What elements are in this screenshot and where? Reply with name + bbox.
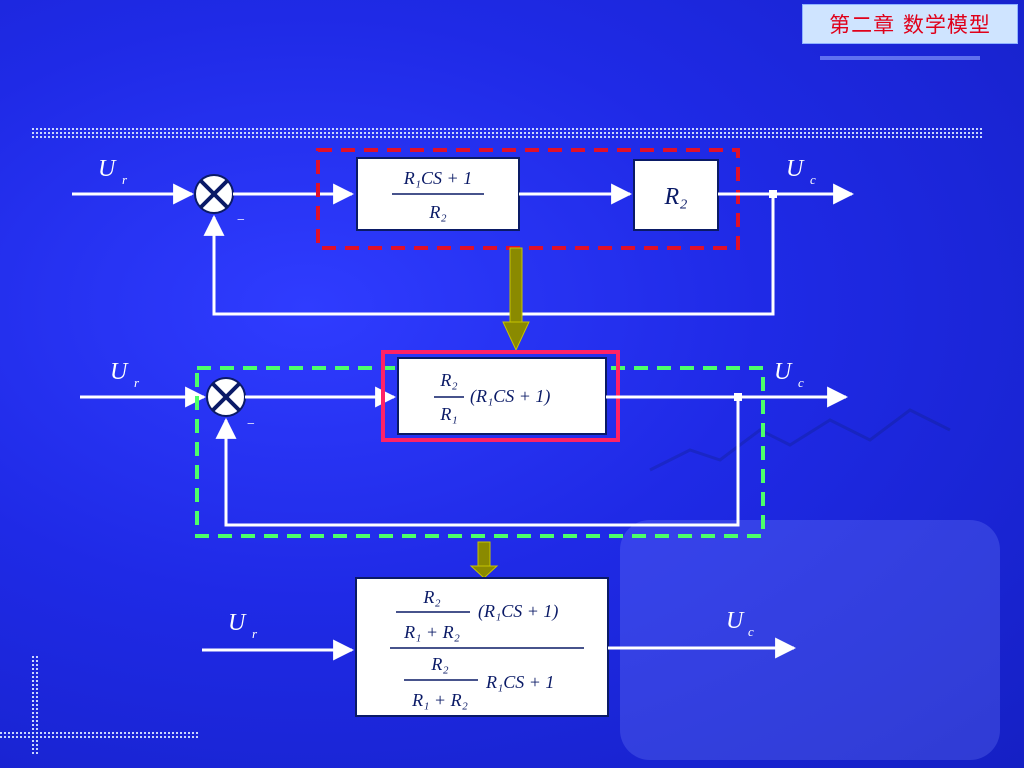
left-decoration: [30, 655, 38, 755]
top-divider: [30, 128, 982, 138]
transform-arrow-2: [469, 541, 499, 579]
header-underline: [820, 56, 980, 60]
minus-sign: −: [246, 417, 255, 432]
input-subscript: r: [134, 375, 140, 390]
block-1-numerator: R₁CS + 1: [403, 168, 472, 188]
input-label: U: [228, 610, 247, 636]
output-subscript: c: [798, 375, 804, 390]
closed-loop-block: [355, 577, 609, 717]
transform-arrow-1: [502, 247, 530, 352]
chapter-title-badge: 第二章 数学模型: [802, 4, 1018, 44]
bottom-fraction-numerator: R₂: [430, 654, 448, 674]
top-fraction-denominator: R₁ + R₂: [403, 622, 460, 642]
minus-sign: −: [236, 213, 245, 228]
input-subscript: r: [252, 626, 258, 641]
top-fraction-numerator: R₂: [422, 587, 440, 607]
diagram-3: U r R₂ R₁ + R₂ (R₁CS + 1) R₂ R₁ + R₂ R₁C…: [202, 577, 797, 717]
block-fraction-denominator: R₁: [439, 404, 457, 424]
top-factor: (R₁CS + 1): [478, 601, 558, 622]
bottom-factor: R₁CS + 1: [485, 672, 554, 692]
summing-junction: [206, 377, 246, 417]
block-factor: (R₁CS + 1): [470, 386, 550, 407]
block-1-denominator: R₂: [428, 202, 446, 222]
block-fraction-numerator: R₂: [439, 370, 457, 390]
diagram-2: U r − R₂ R₁ (R₁CS + 1) U c: [80, 350, 849, 538]
input-subscript: r: [122, 172, 128, 187]
transfer-block: [397, 357, 607, 435]
output-subscript: c: [748, 624, 754, 639]
input-label: U: [98, 156, 117, 182]
output-label: U: [774, 359, 793, 385]
output-label: U: [786, 156, 805, 182]
feedback-path: [215, 397, 740, 527]
output-label: U: [726, 608, 745, 634]
block-2-text: R₂: [663, 184, 687, 210]
feedback-path: [203, 194, 775, 316]
red-dashed-group: [316, 148, 740, 250]
diagram-1: U r − R₁CS + 1 R₂ R₂ U: [72, 148, 855, 316]
input-label: U: [110, 359, 129, 385]
bottom-fraction-denominator: R₁ + R₂: [411, 690, 468, 710]
bottom-decoration: [0, 732, 200, 738]
decorative-background: [620, 408, 1000, 760]
summing-junction: [194, 174, 234, 214]
output-subscript: c: [810, 172, 816, 187]
